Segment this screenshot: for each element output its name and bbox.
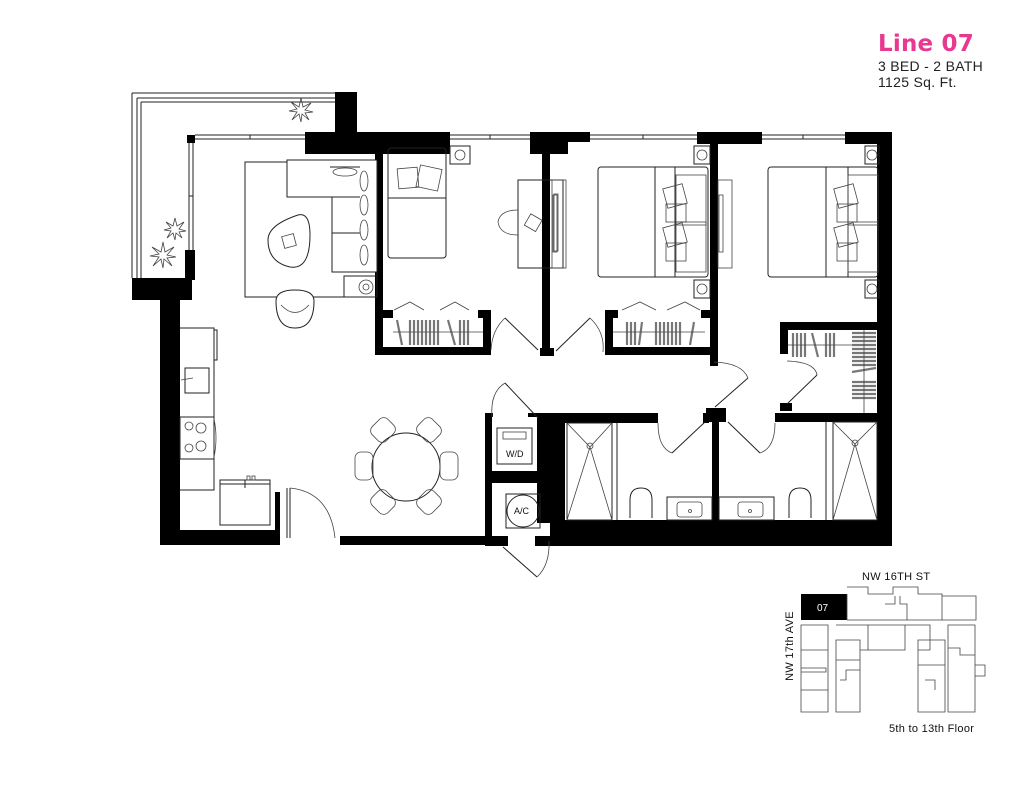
street-left-label: NW 17th AVE: [784, 611, 796, 681]
bathroom-1-door[interactable]: [657, 421, 706, 454]
bathroom-2: [718, 421, 878, 521]
closet-door[interactable]: [786, 360, 818, 405]
kitchen: [179, 327, 271, 526]
bathroom-1: [566, 422, 713, 521]
walls: [160, 132, 892, 546]
plant-icon: [163, 217, 187, 241]
living-room: [244, 159, 378, 329]
bedroom-2-door[interactable]: [555, 317, 604, 353]
wd-door[interactable]: [491, 382, 539, 419]
bedroom-1: [387, 145, 564, 346]
floors-label: 5th to 13th Floor: [889, 723, 975, 735]
bedroom-1-door[interactable]: [490, 317, 539, 351]
entry-door[interactable]: [286, 487, 336, 539]
plant-icon: [149, 241, 177, 269]
wd-label: W/D: [506, 449, 524, 459]
unit-type: 3 BED - 2 BATH: [878, 58, 984, 74]
dining-table: [354, 417, 459, 515]
bedroom-2: [551, 145, 711, 346]
ac-label: A/C: [514, 506, 530, 516]
unit-header: Line 07 3 BED - 2 BATH 1125 Sq. Ft.: [878, 30, 983, 90]
bedroom-3: [717, 145, 880, 299]
plant-icon: [288, 97, 314, 123]
hall-door-bedroom-3[interactable]: [713, 361, 749, 408]
washer-dryer: W/D: [496, 427, 533, 465]
key-plan: 07: [800, 586, 986, 713]
bathroom-2-door[interactable]: [727, 421, 776, 454]
ac-door[interactable]: [502, 540, 550, 578]
unit-title: Line 07: [878, 31, 974, 57]
unit-marker: 07: [817, 603, 829, 614]
walk-in-closet: [788, 330, 877, 413]
unit-area: 1125 Sq. Ft.: [878, 74, 957, 90]
ac-unit: A/C: [505, 493, 541, 529]
street-top-label: NW 16TH ST: [862, 571, 931, 583]
